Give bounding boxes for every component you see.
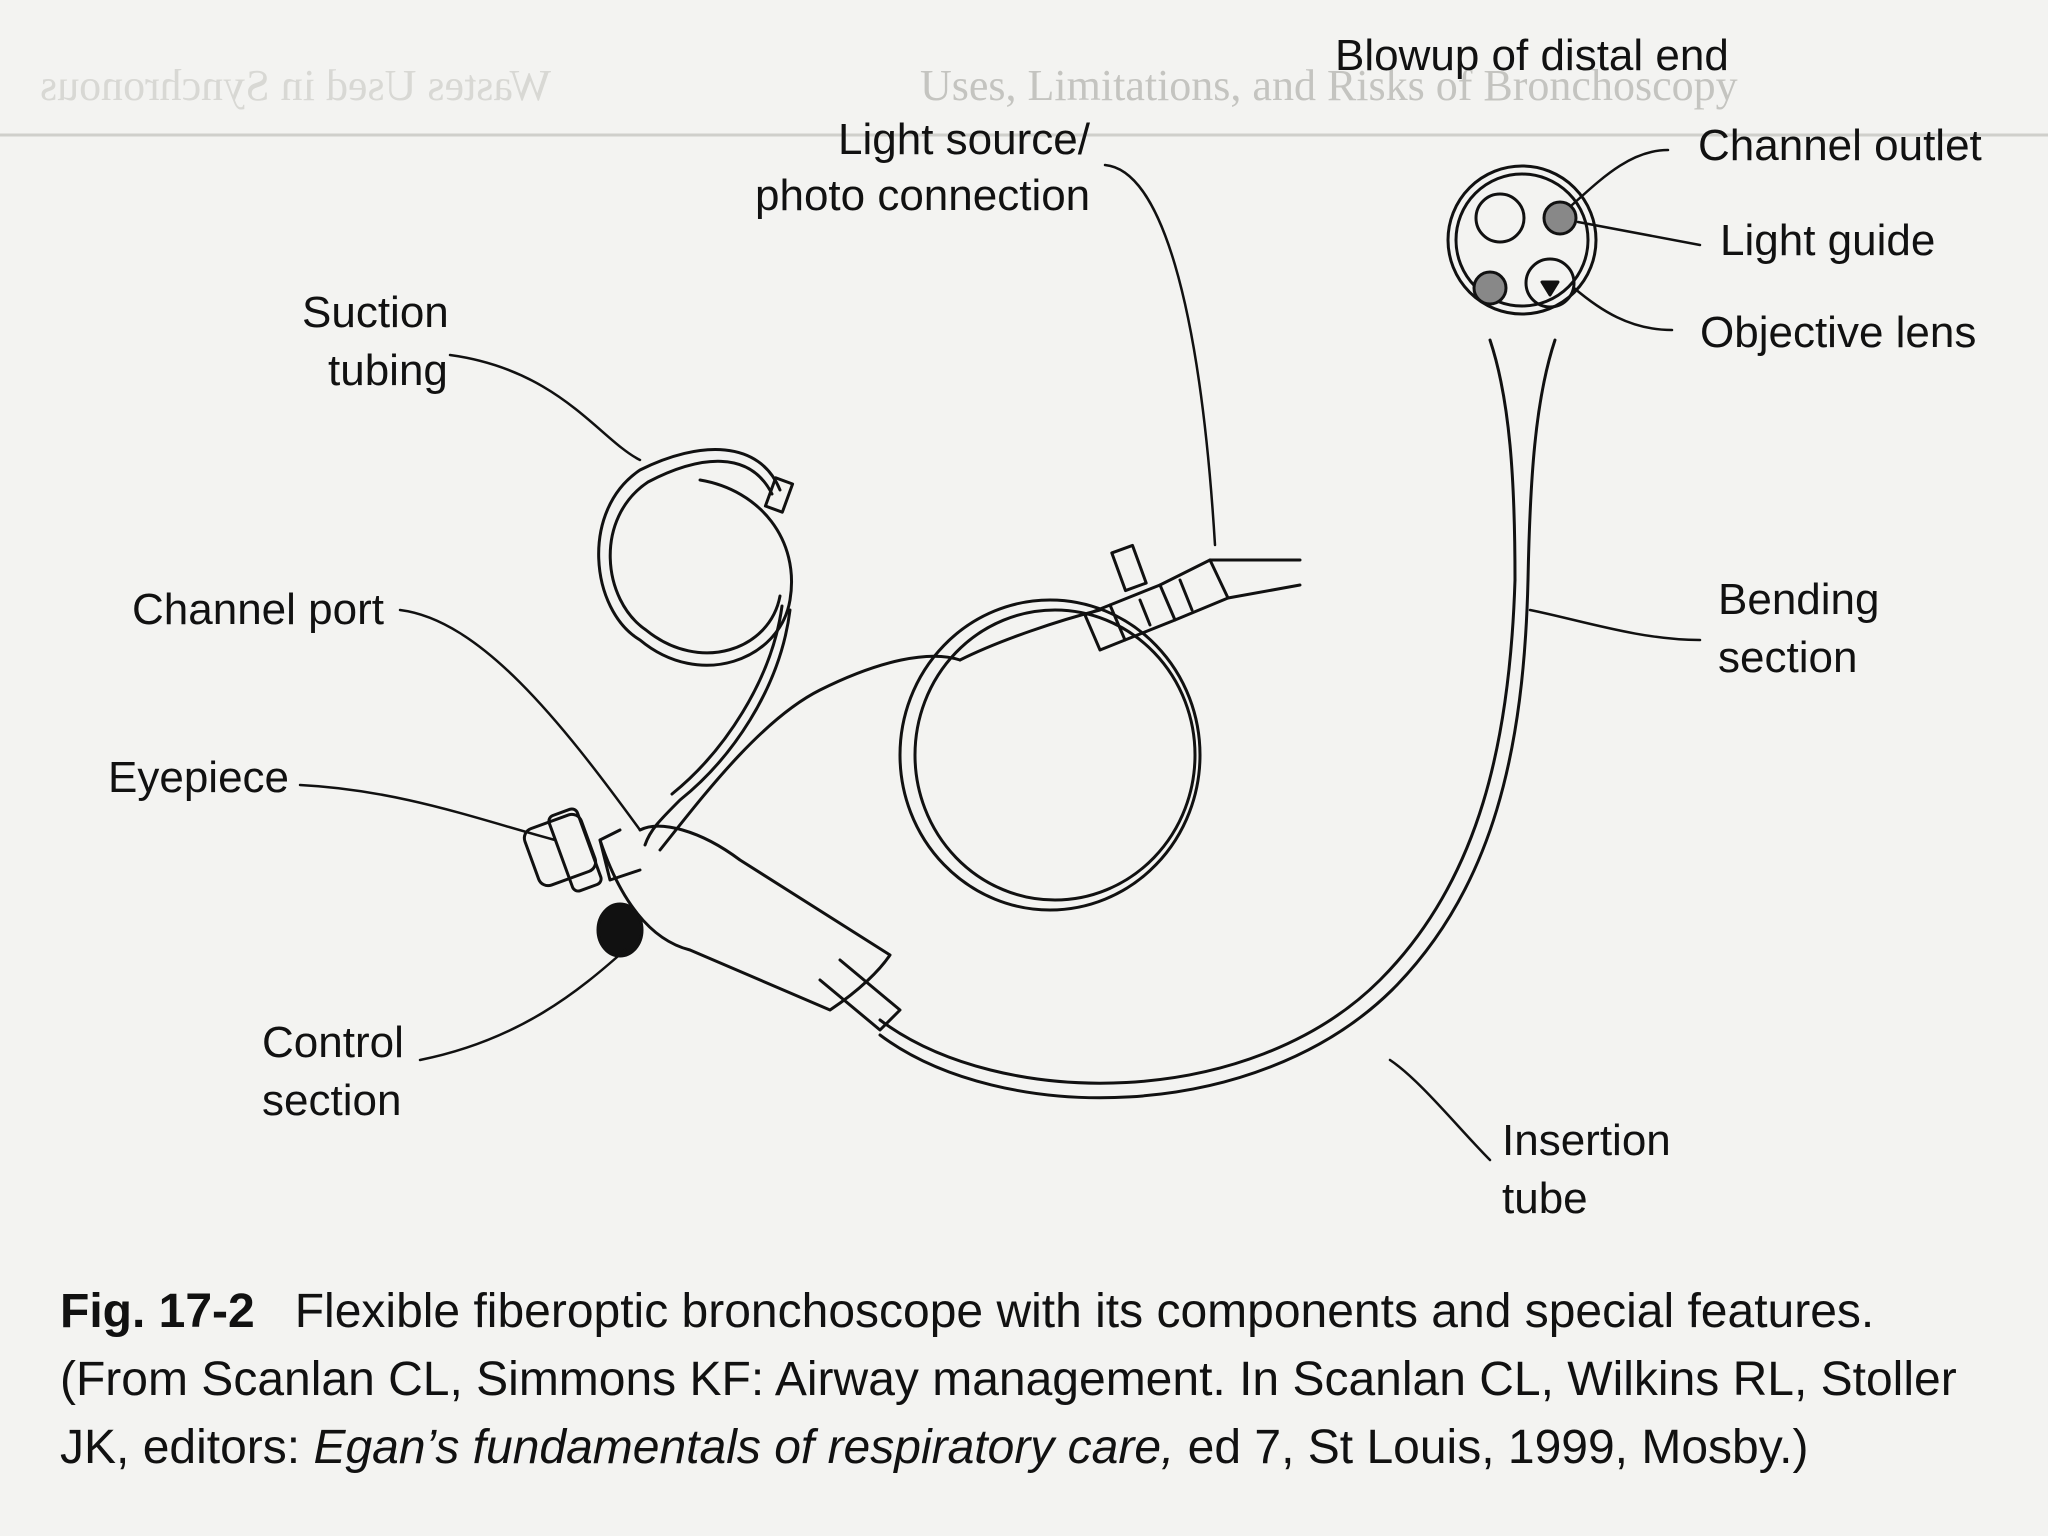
label-light-guide: Light guide	[1720, 216, 1936, 265]
label-eyepiece: Eyepiece	[108, 753, 290, 802]
label-channel-outlet: Channel outlet	[1698, 121, 1982, 170]
label-suction-2: tubing	[328, 346, 448, 395]
objective-lens-circle	[1524, 257, 1576, 309]
caption-book-title: Egan’s fundamentals of respiratory care,	[313, 1421, 1175, 1474]
label-insertion-2: tube	[1502, 1174, 1588, 1223]
leader-lines	[298, 148, 1702, 1162]
light-source-connector	[1083, 543, 1302, 652]
label-suction-1: Suction	[302, 288, 449, 337]
suction-tubing	[597, 448, 795, 847]
light-guide-circle-2	[1472, 270, 1508, 306]
label-insertion-1: Insertion	[1502, 1116, 1671, 1165]
ghost-header-right: Uses, Limitations, and Risks of Bronchos…	[920, 61, 1738, 110]
label-control-1: Control	[262, 1018, 404, 1067]
label-blowup: Blowup of distal end	[1335, 31, 1729, 80]
caption-line-2: (From Scanlan CL, Simmons KF: Airway man…	[60, 1353, 1957, 1406]
light-guide-circle	[1542, 200, 1578, 236]
channel-outlet-circle	[1474, 192, 1526, 244]
label-objective-lens: Objective lens	[1700, 308, 1977, 357]
caption-line-1: Fig. 17-2 Flexible fiberoptic bronchoscop…	[60, 1278, 2020, 1346]
figure-caption: Fig. 17-2 Flexible fiberoptic bronchoscop…	[60, 1278, 2020, 1482]
caption-title: Flexible fiberoptic bronchoscope with it…	[294, 1285, 1875, 1338]
label-control-2: section	[262, 1076, 402, 1125]
bending-section	[1488, 338, 1557, 582]
insertion-tube	[878, 578, 1530, 1100]
label-light-source-1: Light source/	[838, 115, 1090, 164]
label-bending-2: section	[1718, 633, 1858, 682]
label-channel-port: Channel port	[132, 585, 384, 634]
figure-number: Fig. 17-2	[60, 1285, 255, 1338]
caption-line-3: JK, editors: Egan’s fundamentals of resp…	[60, 1414, 2020, 1482]
label-bending-1: Bending	[1718, 575, 1880, 624]
caption-line-3-a: JK, editors:	[60, 1421, 314, 1474]
caption-line-3-b: ed 7, St Louis, 1999, Mosby.)	[1174, 1421, 1809, 1474]
label-light-source-2: photo connection	[755, 171, 1091, 220]
distal-end-blowup	[1446, 164, 1598, 316]
control-section	[522, 807, 902, 1032]
